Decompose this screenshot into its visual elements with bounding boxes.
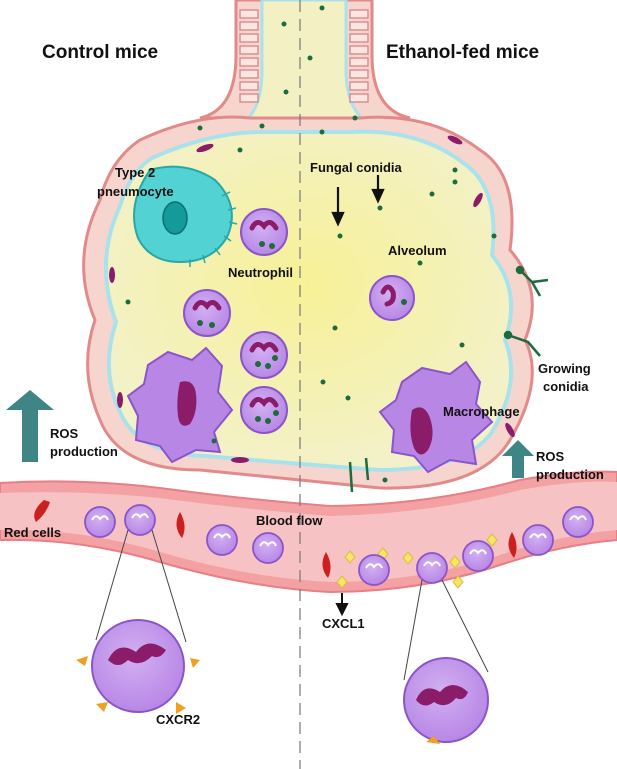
type2-pneumocyte — [133, 165, 238, 267]
arrow-up-icon — [502, 440, 534, 478]
wall-nuclei — [109, 135, 515, 463]
blood-neutrophil — [416, 552, 448, 584]
blood-neutrophil — [522, 524, 554, 556]
zoom-lines — [95, 529, 489, 681]
label-ros-left-line2: production — [50, 444, 118, 459]
receptor-triangle-icon — [426, 736, 440, 744]
macrophage-right — [378, 360, 494, 474]
chemokine-diamonds — [336, 533, 498, 589]
neutrophil — [183, 289, 231, 337]
receptor-triangle-icon — [96, 702, 108, 712]
chemokine-diamond-icon — [486, 533, 498, 547]
label-fungal-conidia: Fungal conidia — [310, 160, 402, 175]
chemokine-diamond-icon — [336, 575, 348, 589]
blood-neutrophil — [358, 554, 390, 586]
blood-neutrophil — [124, 504, 156, 536]
title-control-mice: Control mice — [42, 42, 158, 63]
label-alveolum: Alveolum — [388, 243, 447, 258]
label-growing-line2: conidia — [543, 379, 589, 394]
neutrophil — [240, 386, 288, 434]
label-ros-right-line2: production — [536, 467, 604, 482]
airway-epithelium-left — [239, 9, 259, 103]
fungal-conidia-arrows — [331, 175, 385, 227]
ros-arrow-right — [502, 440, 534, 478]
neutrophil — [369, 275, 415, 321]
label-type2-line1: Type 2 — [115, 165, 155, 180]
blood-neutrophils — [84, 504, 594, 586]
arrow-down-icon — [335, 603, 349, 617]
label-red-cells: Red cells — [4, 525, 61, 540]
arrow-down-icon — [371, 188, 385, 204]
label-cxcl1: CXCL1 — [322, 616, 365, 631]
label-ros-right-line1: ROS — [536, 449, 565, 464]
blood-neutrophil — [562, 506, 594, 538]
blood-neutrophil — [84, 506, 116, 538]
macrophage-left — [126, 346, 234, 464]
zoom-neutrophil-right — [403, 657, 489, 744]
zoom-neutrophil-left — [76, 619, 200, 714]
receptor-triangle-icon — [176, 702, 186, 714]
red-cells — [34, 500, 517, 578]
fungal-conidia-dots — [125, 5, 497, 483]
growing-conidia — [348, 265, 549, 493]
chemokine-diamond-icon — [449, 555, 461, 569]
ros-arrow-left — [6, 390, 54, 462]
label-type2-line2: pneumocyte — [97, 184, 174, 199]
chemokine-diamond-icon — [344, 550, 356, 564]
title-ethanol-fed-mice: Ethanol-fed mice — [386, 42, 539, 63]
neutrophil — [240, 208, 288, 256]
airway-epithelium-right — [349, 9, 369, 103]
cxcl1-arrow — [335, 593, 349, 617]
label-blood-flow: Blood flow — [256, 513, 323, 528]
receptor-triangle-icon — [190, 658, 200, 668]
neutrophil-cells — [183, 208, 415, 434]
label-growing-line1: Growing — [538, 361, 591, 376]
arrow-down-icon — [331, 211, 345, 227]
arrow-up-icon — [6, 390, 54, 462]
blood-neutrophil — [206, 524, 238, 556]
label-macrophage: Macrophage — [443, 404, 520, 419]
chemokine-diamond-icon — [402, 551, 414, 565]
label-ros-left-line1: ROS — [50, 426, 79, 441]
blood-neutrophil — [462, 540, 494, 572]
neutrophil — [240, 331, 288, 379]
airway — [199, 0, 411, 127]
chemokine-diamond-icon — [452, 575, 464, 589]
label-neutrophil: Neutrophil — [228, 265, 293, 280]
blood-neutrophil — [252, 532, 284, 564]
receptor-triangle-icon — [76, 656, 88, 666]
label-cxcr2: CXCR2 — [156, 712, 200, 727]
